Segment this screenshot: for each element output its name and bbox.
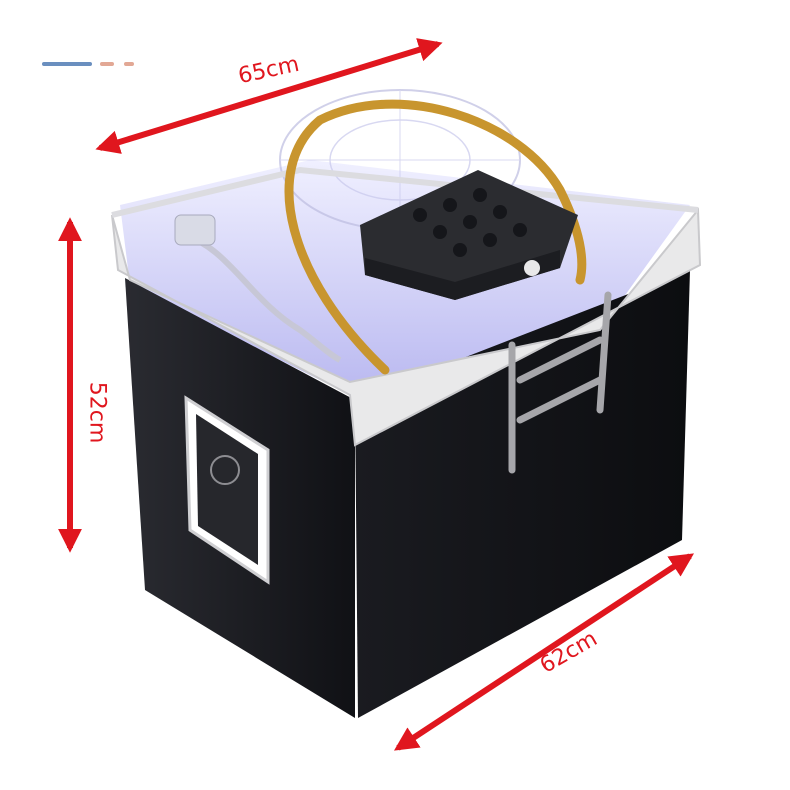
basin-rim [111,207,702,447]
decor-line-blue [42,62,92,66]
width-arrow [95,38,443,154]
depth-arrow [393,553,695,751]
decor-dash-pink [124,62,134,66]
height-dimension-label: 52cm [84,381,110,444]
hose [184,232,342,363]
control-panel [184,395,270,585]
massage-stone-block [360,170,578,300]
decor-dash-pink [100,62,114,66]
shower-head [174,214,216,246]
front-clamp-handle [508,291,612,474]
